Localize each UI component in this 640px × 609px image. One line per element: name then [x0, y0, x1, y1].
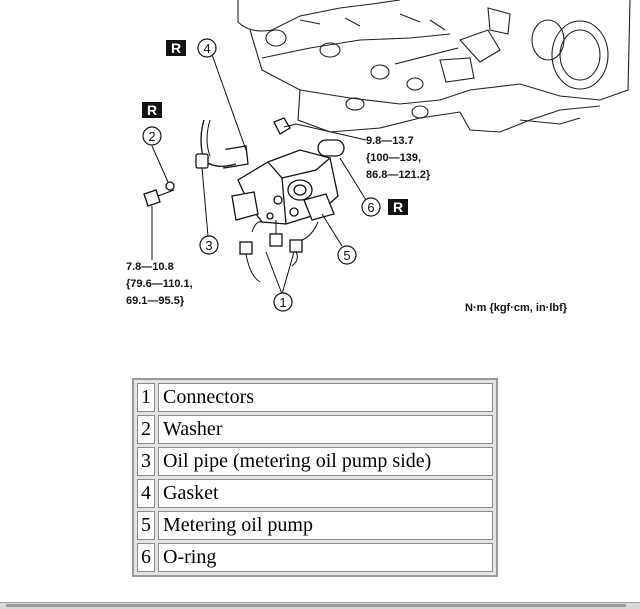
- table-row: 1 Connectors: [137, 383, 493, 412]
- bolt-left: [143, 189, 175, 207]
- part-name: Connectors: [158, 383, 493, 412]
- callout-1: 1: [273, 292, 293, 312]
- leader-lines: [151, 48, 367, 295]
- horizontal-scrollbar[interactable]: [0, 602, 640, 609]
- table-row: 4 Gasket: [137, 479, 493, 508]
- svg-text:R: R: [171, 40, 181, 56]
- callout-3: 3: [199, 235, 219, 255]
- connectors: [239, 220, 319, 283]
- washer: [165, 181, 175, 191]
- svg-text:6: 6: [367, 200, 374, 215]
- svg-text:69.1—95.5}: 69.1—95.5}: [126, 295, 185, 307]
- callout-2: 2: [142, 126, 162, 146]
- svg-text:R: R: [147, 102, 157, 118]
- svg-text:1: 1: [279, 295, 286, 310]
- table-row: 6 O-ring: [137, 543, 493, 572]
- part-number: 3: [137, 447, 155, 476]
- o-ring: [317, 139, 345, 157]
- engine-block: [237, 0, 631, 133]
- part-number: 4: [137, 479, 155, 508]
- callout-4: 4: [197, 38, 217, 58]
- replace-mark-4: R: [166, 40, 186, 56]
- svg-text:{100—139,: {100—139,: [366, 152, 421, 164]
- oil-pipe-fitting: [195, 153, 209, 169]
- part-number: 6: [137, 543, 155, 572]
- callout-6: 6: [361, 197, 381, 217]
- part-name: Washer: [158, 415, 493, 444]
- table-row: 5 Metering oil pump: [137, 511, 493, 540]
- part-name: Gasket: [158, 479, 493, 508]
- svg-text:9.8—13.7: 9.8—13.7: [366, 135, 414, 147]
- part-number: 5: [137, 511, 155, 540]
- metering-oil-pump-assembly: [221, 145, 339, 225]
- svg-text:86.8—121.2}: 86.8—121.2}: [366, 169, 431, 181]
- svg-text:5: 5: [343, 248, 350, 263]
- unit-note: N·m {kgf·cm, in·lbf}: [465, 302, 568, 314]
- svg-text:2: 2: [148, 129, 155, 144]
- replace-mark-2: R: [142, 102, 162, 118]
- svg-text:{79.6—110.1,: {79.6—110.1,: [126, 278, 193, 290]
- part-number: 1: [137, 383, 155, 412]
- svg-text:3: 3: [205, 238, 212, 253]
- part-name: Metering oil pump: [158, 511, 493, 540]
- torque-spec-left: 7.8—10.8 {79.6—110.1, 69.1—95.5}: [126, 261, 193, 307]
- exploded-view-diagram: 4 2 3 5 6 1 R R R 9.8—13.7 {100—139, 86.…: [126, 0, 631, 314]
- svg-text:7.8—10.8: 7.8—10.8: [126, 261, 174, 273]
- part-number: 2: [137, 415, 155, 444]
- replace-mark-6: R: [388, 199, 408, 215]
- scrollbar-thumb[interactable]: [6, 604, 626, 607]
- callout-5: 5: [337, 245, 357, 265]
- oil-pipe-inner-line: [206, 119, 211, 157]
- bolt-top: [273, 117, 297, 135]
- parts-table: 1 Connectors 2 Washer 3 Oil pipe (meteri…: [132, 378, 498, 577]
- table-row: 2 Washer: [137, 415, 493, 444]
- svg-text:4: 4: [203, 41, 210, 56]
- torque-spec-top: 9.8—13.7 {100—139, 86.8—121.2}: [366, 135, 431, 181]
- part-name: Oil pipe (metering oil pump side): [158, 447, 493, 476]
- table-row: 3 Oil pipe (metering oil pump side): [137, 447, 493, 476]
- part-name: O-ring: [158, 543, 493, 572]
- svg-text:R: R: [393, 199, 403, 215]
